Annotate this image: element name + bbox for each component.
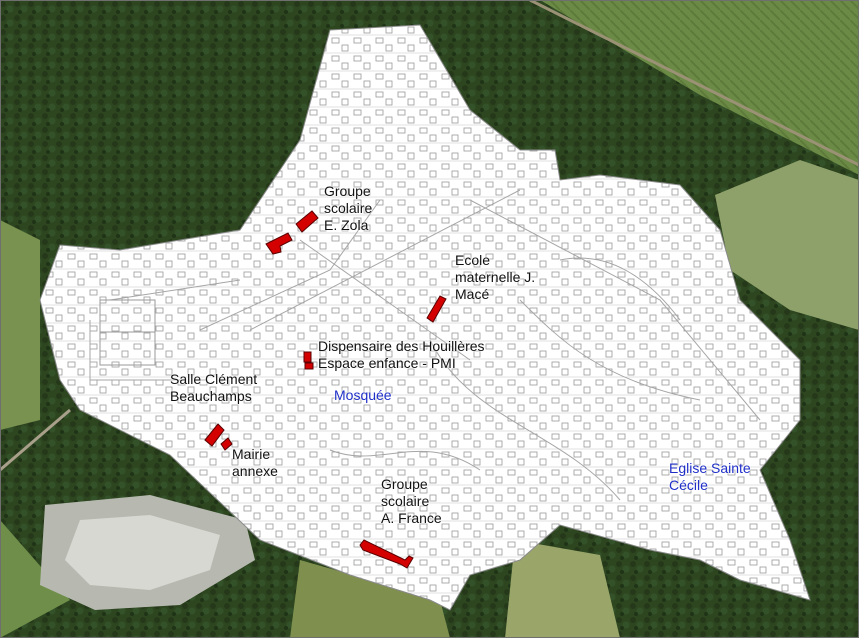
highlighted-buildings: [204, 210, 447, 569]
building-zola-1: [295, 210, 319, 233]
field-bottom-left: [0, 520, 70, 638]
label-mairie-annexe: Mairie annexe: [232, 446, 278, 479]
label-groupe-scolaire-france: Groupe scolaire A. France: [381, 476, 442, 526]
quarry-inner: [65, 515, 220, 590]
label-mosquee: Mosquée: [334, 387, 392, 403]
clearing-right: [715, 160, 859, 330]
road-top: [529, 0, 859, 167]
building-mairie: [220, 437, 233, 451]
building-france: [359, 539, 414, 569]
building-dispensaire-2: [304, 362, 314, 370]
field-bottom-middle: [290, 560, 450, 638]
street-grid: [89, 189, 761, 501]
road-bottom-left: [0, 408, 71, 472]
label-dispensaire: Dispensaire des Houillères Espace enfanc…: [318, 338, 485, 371]
field-bottom-right: [505, 540, 620, 638]
building-zola-2: [265, 232, 293, 255]
field-left: [0, 220, 40, 430]
urban-area: [39, 24, 811, 611]
building-salle: [204, 423, 225, 447]
label-salle-clement: Salle Clément Beauchamps: [170, 371, 258, 404]
label-groupe-scolaire-zola: Groupe scolaire E. Zola: [324, 183, 373, 233]
label-eglise-sainte-cecile: Eglise Sainte Cécile: [669, 460, 751, 493]
building-mace: [426, 295, 447, 323]
building-dispensaire-1: [303, 351, 312, 363]
label-ecole-maternelle-mace: Ecole maternelle J. Macé: [455, 252, 536, 302]
